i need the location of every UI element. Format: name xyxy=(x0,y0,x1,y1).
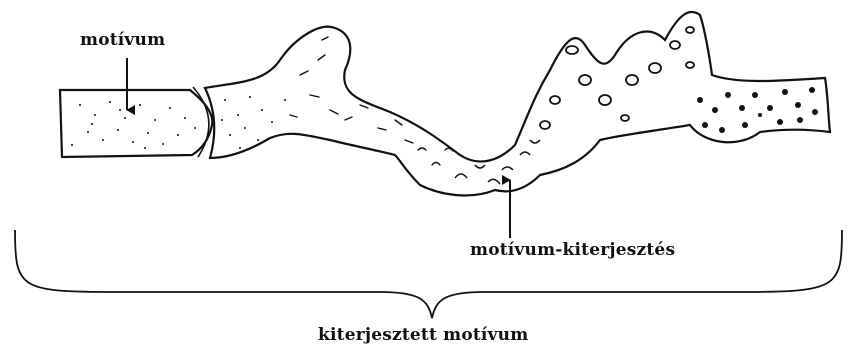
grouping-brace xyxy=(15,230,842,318)
extension-label: motívum-kiterjesztés xyxy=(470,240,675,260)
motif-block xyxy=(60,90,212,157)
extension-band xyxy=(205,12,830,195)
extended-motif-label: kiterjesztett motívum xyxy=(318,325,528,345)
motif-label: motívum xyxy=(80,30,165,50)
